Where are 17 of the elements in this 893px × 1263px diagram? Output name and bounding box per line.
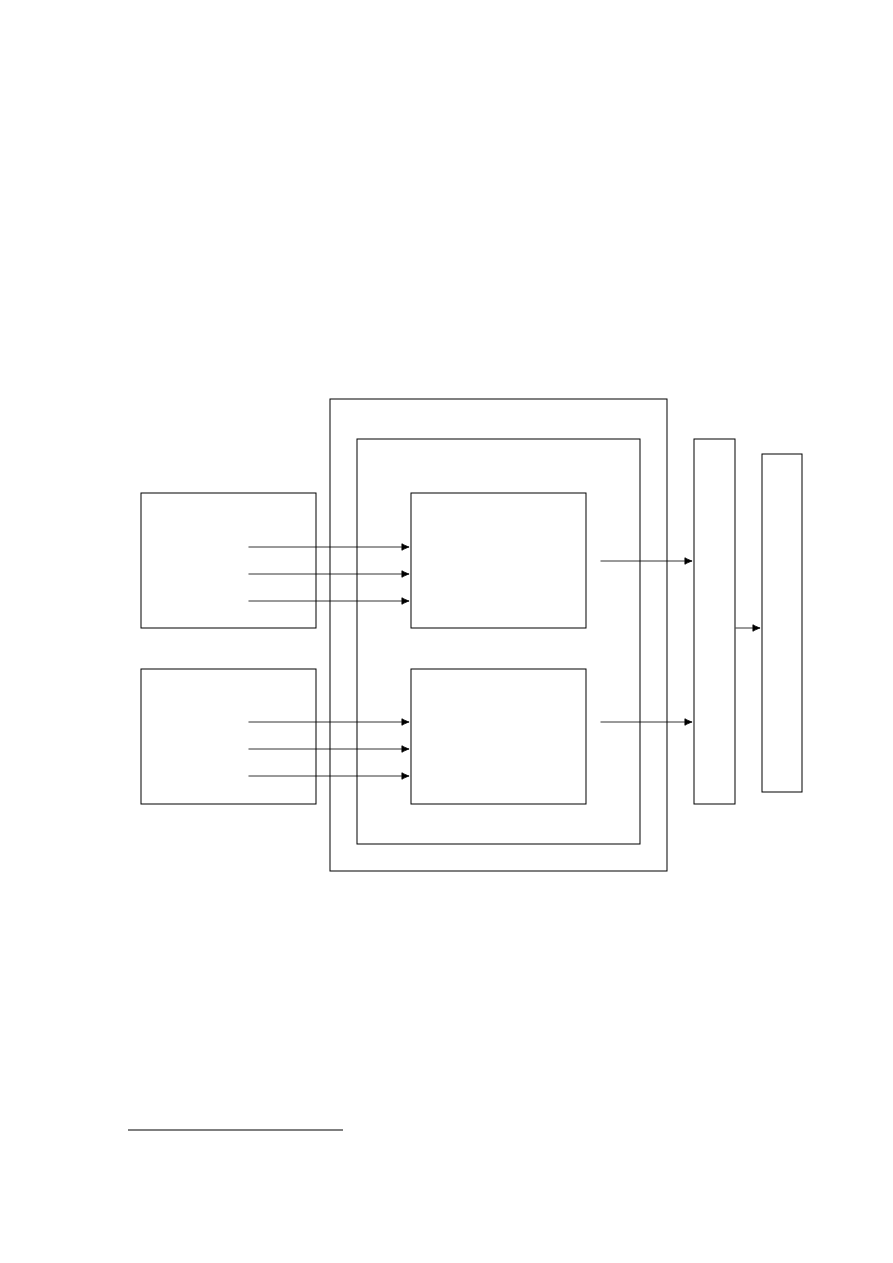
arrow — [248, 570, 410, 578]
arrow — [735, 624, 761, 632]
arrow — [600, 718, 693, 726]
block-box — [761, 453, 803, 793]
arrow — [248, 772, 410, 780]
block-box — [693, 438, 736, 805]
block-box — [329, 398, 668, 872]
arrow — [248, 718, 410, 726]
arrow — [248, 543, 410, 551]
arrow — [248, 597, 410, 605]
arrow — [248, 745, 410, 753]
nested-box — [356, 438, 641, 845]
arrow — [600, 557, 693, 565]
block-box — [140, 492, 317, 629]
nested-box — [410, 668, 587, 805]
nested-box — [410, 492, 587, 629]
block-box — [140, 668, 317, 805]
